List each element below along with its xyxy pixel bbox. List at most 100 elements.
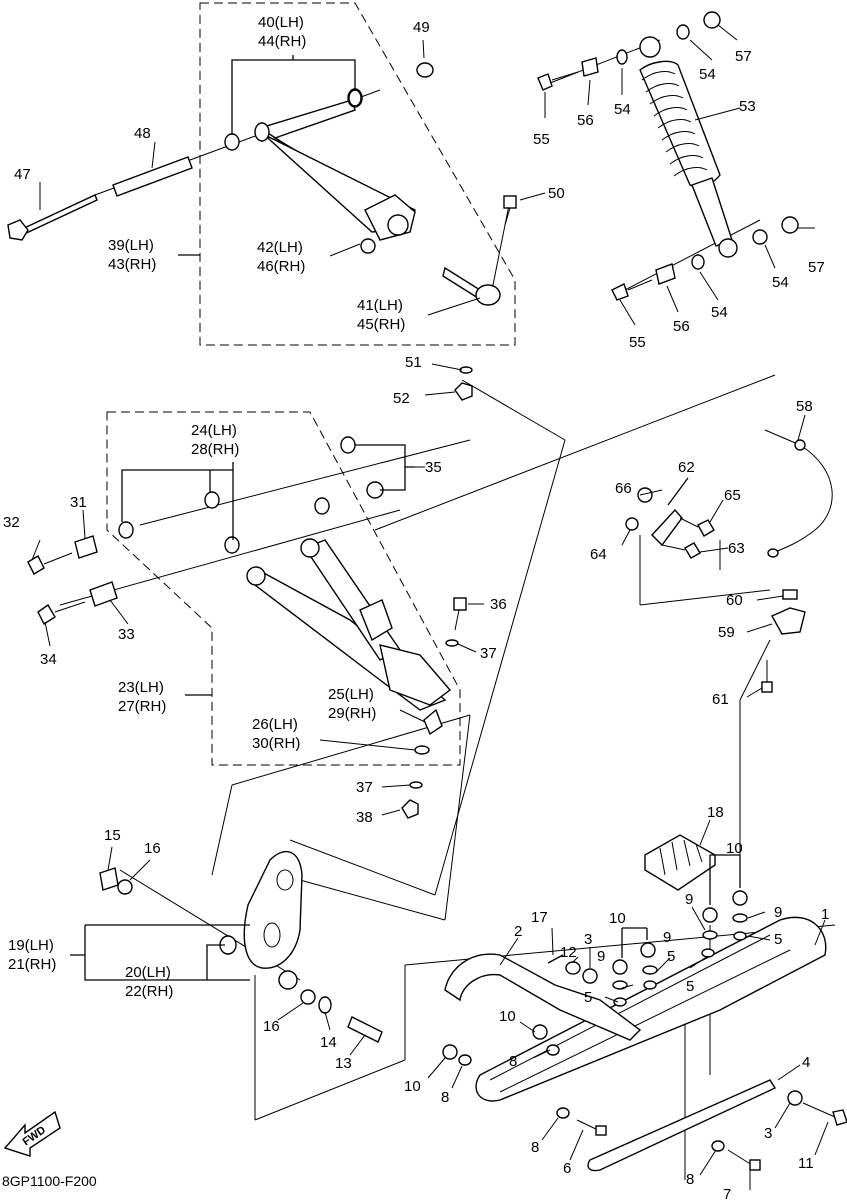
callout-16: 16 [144, 840, 161, 857]
washer-5c [643, 980, 657, 990]
callout-56: 56 [673, 318, 690, 335]
callout-37: 37 [356, 779, 373, 796]
bushing-24d [118, 521, 134, 539]
callout-23: 23(LH) [118, 679, 164, 696]
callout-29: 29(RH) [328, 705, 376, 722]
callout-5: 5 [686, 978, 694, 995]
callout-25: 25(LH) [328, 686, 374, 703]
callout-26: 26(LH) [252, 716, 298, 733]
callout-12: 12 [560, 944, 577, 961]
callout-51: 51 [405, 354, 422, 371]
bushing-upper-left [224, 133, 240, 151]
ski-pad-18 [644, 834, 716, 891]
callout-21: 21(RH) [8, 956, 56, 973]
callout-34: 34 [40, 651, 57, 668]
washer-8d [711, 1140, 725, 1152]
pin-17 [547, 954, 564, 964]
callout-57: 57 [735, 48, 752, 65]
callout-13: 13 [335, 1055, 352, 1072]
ski-handle-2 [444, 953, 642, 1041]
callout-14: 14 [320, 1034, 337, 1051]
callout-10: 10 [499, 1008, 516, 1025]
collar-15 [99, 867, 119, 891]
collar-48 [112, 156, 193, 197]
collar-54a [616, 49, 628, 65]
clip-60 [782, 589, 798, 600]
callout-55: 55 [629, 334, 646, 351]
washer-9c [612, 980, 628, 990]
cable-58 [764, 429, 833, 558]
nut-10c [612, 959, 628, 975]
bracket-10b [621, 927, 648, 958]
callout-5: 5 [584, 989, 592, 1006]
callout-31: 31 [70, 494, 87, 511]
washer-9d [642, 965, 658, 975]
callout-46: 46(RH) [257, 258, 305, 275]
bolt-55b [611, 279, 653, 301]
callout-10: 10 [404, 1078, 421, 1095]
callout-8: 8 [686, 1171, 694, 1188]
callout-49: 49 [413, 19, 430, 36]
bolt-36 [453, 597, 467, 631]
bolt-6 [576, 1119, 607, 1136]
upper-arm-group-box [199, 2, 516, 346]
bolt-7 [727, 1149, 761, 1171]
callout-53: 53 [739, 98, 756, 115]
cap-57a [703, 11, 721, 29]
callout-40: 40(LH) [258, 14, 304, 31]
steering-knuckle [243, 850, 303, 969]
runner-4 [587, 1079, 777, 1172]
bushing-20b [278, 970, 298, 990]
callout-50: 50 [548, 185, 565, 202]
boot-26 [414, 745, 430, 755]
callout-54: 54 [711, 304, 728, 321]
washer-16a [117, 879, 133, 895]
callout-55: 55 [533, 131, 550, 148]
callout-9: 9 [774, 904, 782, 921]
callout-32: 32 [3, 514, 20, 531]
callout-3: 3 [584, 931, 592, 948]
callout-64: 64 [590, 546, 607, 563]
callout-52: 52 [393, 390, 410, 407]
callout-10: 10 [726, 840, 743, 857]
callout-8: 8 [441, 1089, 449, 1106]
collar-64 [625, 517, 639, 531]
bolt-34 [37, 601, 86, 626]
callout-22: 22(RH) [125, 983, 173, 1000]
nut-10e [532, 1024, 548, 1040]
washer-16b [300, 989, 316, 1005]
collar-56b [655, 263, 676, 285]
collar-54d [752, 229, 768, 245]
upper-a-arm [254, 88, 416, 241]
callout-5: 5 [774, 931, 782, 948]
assembly-lines [59, 39, 836, 1180]
callout-38: 38 [356, 809, 373, 826]
callout-20: 20(LH) [125, 964, 171, 981]
callout-54: 54 [614, 101, 631, 118]
bracket-24-28 [121, 462, 234, 540]
callout-labels: 1 2 3 3 4 5 5 5 5 6 7 8 8 8 8 9 9 9 9 10… [3, 14, 829, 1200]
bolt-55a [537, 71, 579, 91]
bolt-50 [503, 195, 517, 226]
washer-42 [360, 238, 376, 254]
callout-59: 59 [718, 624, 735, 641]
bracket-40-44 [231, 55, 356, 135]
callout-28: 28(RH) [191, 441, 239, 458]
callout-3: 3 [764, 1125, 772, 1142]
nut-10f [442, 1044, 458, 1060]
cap-57b [781, 216, 799, 234]
bolt-11 [802, 1102, 847, 1126]
callout-35: 35 [425, 459, 442, 476]
collar-12 [565, 961, 581, 975]
callout-15: 15 [104, 827, 121, 844]
bolt-61 [761, 660, 773, 693]
callout-61: 61 [712, 691, 729, 708]
bushing-24b [204, 491, 220, 509]
lower-arm-group-box [106, 411, 461, 766]
callout-44: 44(RH) [258, 33, 306, 50]
bushing-24c [224, 536, 240, 554]
nut-10b [732, 890, 748, 906]
callout-11: 11 [798, 1155, 814, 1172]
callout-36: 36 [490, 596, 507, 613]
washer-5b [701, 948, 715, 958]
